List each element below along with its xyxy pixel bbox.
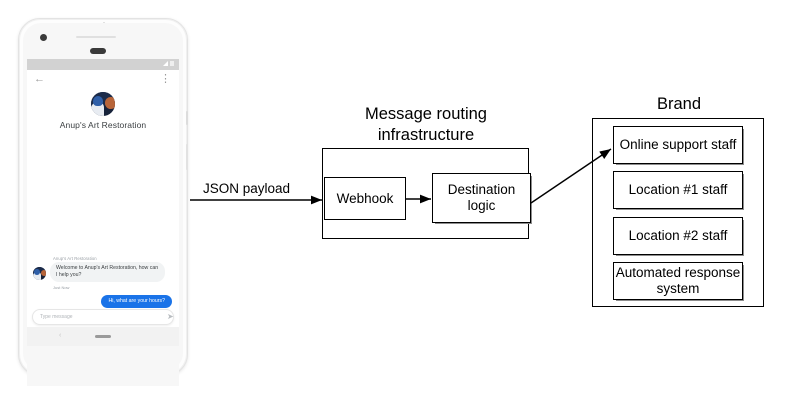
more-vertical-icon[interactable]: ⋮	[160, 73, 171, 85]
node-location-2-staff[interactable]: Location #2 staff	[613, 217, 743, 255]
message-avatar	[33, 267, 46, 280]
incoming-message-timestamp: Just Now	[53, 285, 70, 290]
app-bar: ← ⋮	[27, 70, 179, 90]
phone-screen: ← ⋮ Anup's Art Restoration Anup's Art Re…	[27, 59, 179, 346]
volume-button[interactable]	[186, 111, 188, 125]
message-input-placeholder[interactable]: Type message	[40, 314, 73, 320]
nav-home-pill-icon[interactable]	[95, 335, 111, 338]
system-nav-bar: ‹	[27, 327, 179, 346]
battery-icon	[170, 61, 174, 66]
group-caption-message-routing-infrastructure: Message routing infrastructure	[365, 105, 487, 144]
nav-back-icon[interactable]: ‹	[59, 332, 62, 339]
conversation-thread: Anup's Art Restoration Welcome to Anup's…	[27, 254, 179, 346]
node-destination-logic[interactable]: Destination logic	[432, 173, 531, 223]
status-bar	[27, 59, 179, 70]
speaker-grille-icon	[76, 36, 116, 38]
node-location-1-staff[interactable]: Location #1 staff	[613, 171, 743, 209]
phone-mockup: ← ⋮ Anup's Art Restoration Anup's Art Re…	[18, 18, 188, 386]
back-arrow-icon[interactable]: ←	[34, 73, 45, 85]
message-composer[interactable]: Type message ➤	[32, 309, 174, 325]
business-name: Anup's Art Restoration	[59, 120, 147, 130]
edge-label-json-payload: JSON payload	[203, 181, 291, 196]
business-header: Anup's Art Restoration	[27, 90, 179, 130]
front-camera-icon	[40, 34, 47, 41]
message-sender-label: Anup's Art Restoration	[53, 256, 97, 261]
earpiece-icon	[90, 48, 106, 54]
incoming-message-bubble: Welcome to Anup's Art Restoration, how c…	[50, 262, 165, 282]
signal-bars-icon	[163, 61, 168, 66]
group-caption-brand: Brand	[656, 95, 702, 113]
phone-chin	[27, 346, 179, 386]
node-automated-response-system[interactable]: Automated response system	[613, 262, 743, 300]
status-bar-icons	[163, 61, 174, 66]
node-online-support-staff[interactable]: Online support staff	[613, 126, 743, 164]
avatar	[91, 92, 115, 116]
node-webhook[interactable]: Webhook	[324, 177, 406, 220]
power-button[interactable]	[186, 144, 188, 170]
outgoing-message-bubble: Hi, what are your hours?	[101, 295, 172, 308]
